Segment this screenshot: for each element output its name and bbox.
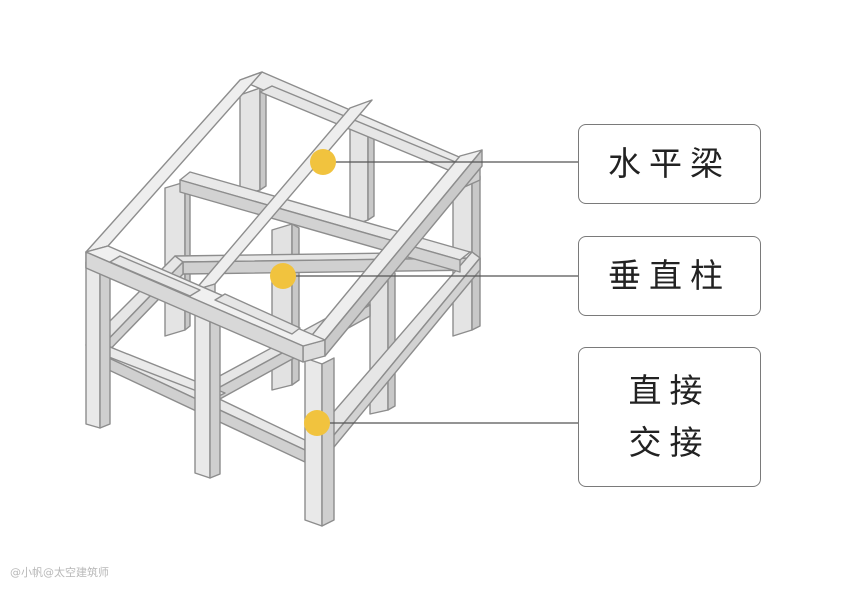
label-direct-joint-line2: 交接 (628, 423, 711, 462)
marker-beam (310, 149, 336, 175)
label-direct-joint-line1: 直接 (628, 371, 711, 410)
marker-joint (304, 410, 330, 436)
label-vertical-column: 垂直柱 (578, 236, 761, 316)
column-front-right (304, 357, 335, 527)
column-front-middle (194, 301, 221, 479)
label-horizontal-beam: 水平梁 (578, 124, 761, 204)
label-vertical-column-text: 垂直柱 (608, 256, 731, 295)
label-horizontal-beam-text: 水平梁 (608, 144, 731, 183)
beam-top-cross-4 (214, 293, 301, 335)
label-direct-joint: 直接 交接 (578, 347, 761, 487)
column-back-top (239, 87, 267, 197)
beam-top-cross-3 (109, 255, 201, 297)
watermark: @小帆@太空建筑师 (10, 566, 109, 579)
column-back-top-right (349, 119, 375, 227)
column-front-left (85, 261, 111, 429)
marker-column (270, 263, 296, 289)
